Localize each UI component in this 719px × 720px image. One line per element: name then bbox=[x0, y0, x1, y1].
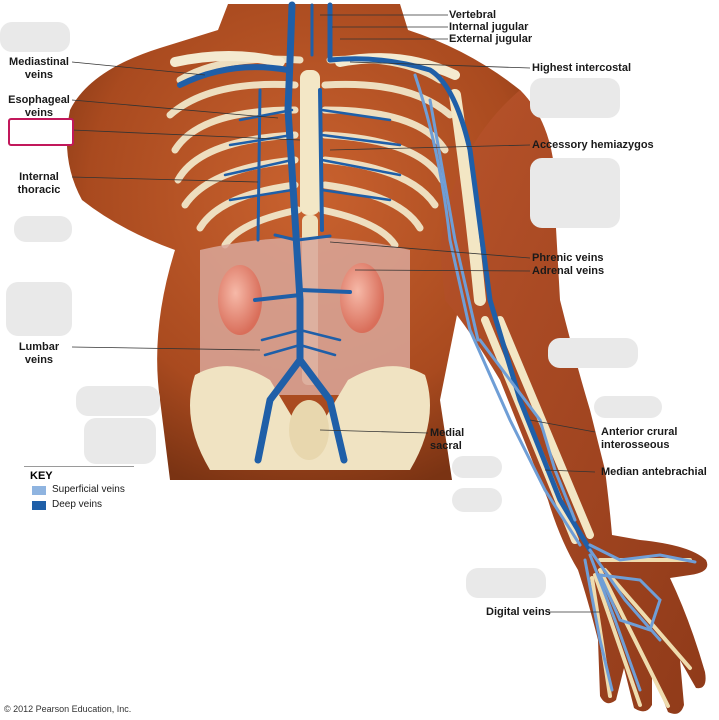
label-adrenal-veins: Adrenal veins bbox=[532, 265, 605, 277]
label-highest-intercostal: Highest intercostal bbox=[532, 62, 632, 74]
right-kidney bbox=[340, 263, 384, 333]
blank-label-slot bbox=[0, 22, 70, 52]
legend-title: KEY bbox=[30, 470, 53, 482]
blank-label-slot bbox=[76, 386, 160, 416]
label-vertebral: Vertebral bbox=[449, 9, 497, 21]
sacrum bbox=[289, 400, 329, 460]
label-median-antebrachial: Median antebrachial bbox=[601, 466, 707, 478]
label-phrenic-veins: Phrenic veins bbox=[532, 252, 604, 264]
pelvis bbox=[190, 366, 430, 470]
blank-label-slot bbox=[452, 488, 502, 512]
legend-key: KEY Superficial veins Deep veins bbox=[24, 466, 134, 515]
label-digital-veins: Digital veins bbox=[486, 606, 551, 618]
highlighted-answer-box[interactable] bbox=[8, 118, 74, 146]
deep-veins-swatch bbox=[32, 501, 46, 510]
copyright-notice: © 2012 Pearson Education, Inc. bbox=[4, 704, 132, 714]
sternum bbox=[300, 70, 320, 215]
hand-bones bbox=[590, 558, 692, 708]
blank-label-slot bbox=[14, 216, 72, 242]
label-external-jugular: External jugular bbox=[449, 33, 533, 45]
blank-label-slot bbox=[530, 158, 620, 228]
left-kidney bbox=[218, 265, 262, 335]
humerus bbox=[449, 89, 486, 306]
label-internal-jugular: Internal jugular bbox=[449, 21, 529, 33]
label-mediastinal-veins: Mediastinal veins bbox=[9, 56, 69, 81]
leader-lines bbox=[71, 14, 600, 613]
label-lumbar-veins: Lumbar veins bbox=[18, 341, 60, 366]
label-esophageal-veins: Esophageal veins bbox=[8, 94, 70, 119]
blank-label-slot bbox=[84, 418, 156, 464]
label-anterior-crural-interosseous: Anterior crural interosseous bbox=[601, 426, 678, 451]
blank-label-slot bbox=[530, 78, 620, 118]
label-accessory-hemiazygos: Accessory hemiazygos bbox=[532, 139, 654, 151]
blank-label-slot bbox=[548, 338, 638, 368]
legend-item-superficial: Superficial veins bbox=[52, 484, 125, 495]
blank-label-slot bbox=[6, 282, 72, 336]
blank-label-slot bbox=[594, 396, 662, 418]
superficial-veins bbox=[413, 73, 697, 692]
blank-label-slot bbox=[452, 456, 502, 478]
superficial-veins-swatch bbox=[32, 486, 46, 495]
label-medial-sacral: Medial sacral bbox=[430, 427, 465, 452]
blank-label-slot bbox=[466, 568, 546, 598]
label-internal-thoracic: Internal thoracic bbox=[17, 171, 61, 196]
deep-veins bbox=[177, 1, 593, 553]
legend-item-deep: Deep veins bbox=[52, 499, 103, 510]
